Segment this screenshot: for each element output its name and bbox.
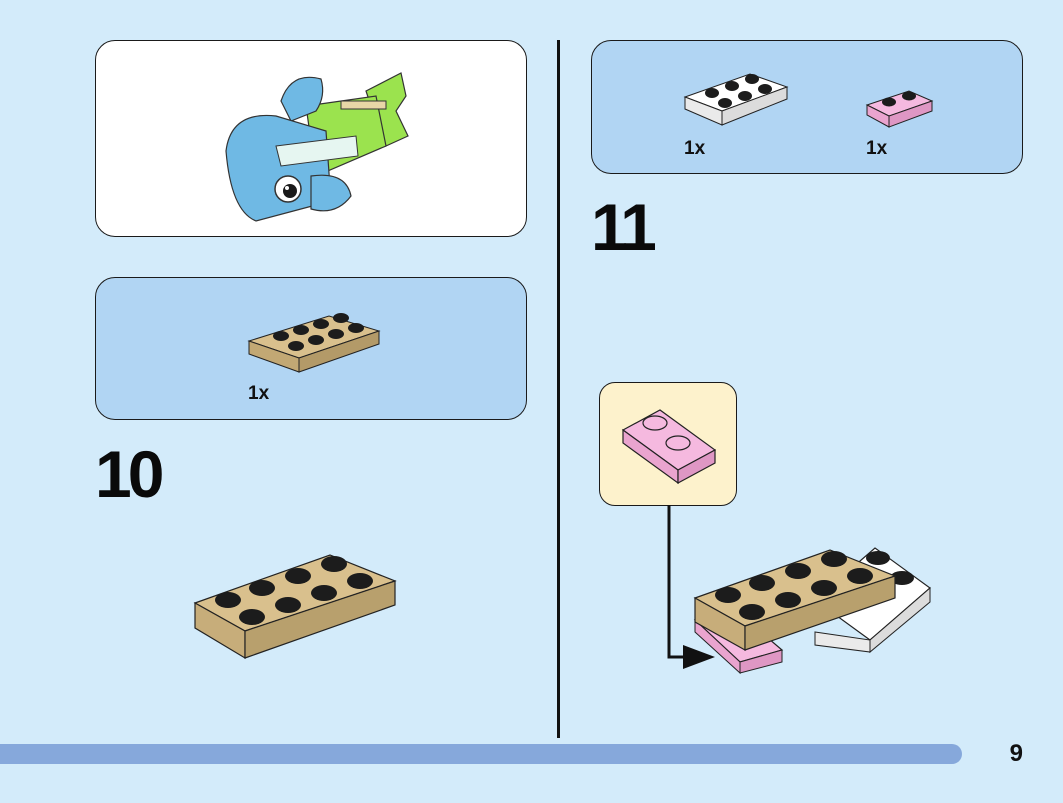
progress-bar [0, 744, 962, 764]
parts-panel-step-11: 1x 1x [591, 40, 1023, 174]
part-quantity: 1x [684, 138, 706, 159]
preview-panel [95, 40, 527, 237]
sub-assembly-callout [599, 382, 737, 506]
part-quantity: 1x [866, 138, 888, 159]
fish-model-icon [225, 72, 409, 222]
column-divider [557, 40, 560, 738]
white-plate-2x3-icon [683, 73, 789, 126]
assembled-model-icon [693, 547, 931, 675]
step-number: 10 [95, 437, 164, 511]
step-number: 11 [591, 190, 657, 264]
part-quantity: 1x [248, 383, 270, 404]
pink-plate-1x2-icon [865, 90, 934, 128]
page-number: 9 [1009, 740, 1023, 767]
tan-plate-2x4-icon [193, 554, 397, 660]
arrow-icon [667, 505, 715, 669]
parts-panel-step-10: 1x [95, 277, 527, 420]
pink-plate-1x2-icon [621, 409, 717, 485]
tan-plate-2x4-icon [247, 313, 381, 373]
